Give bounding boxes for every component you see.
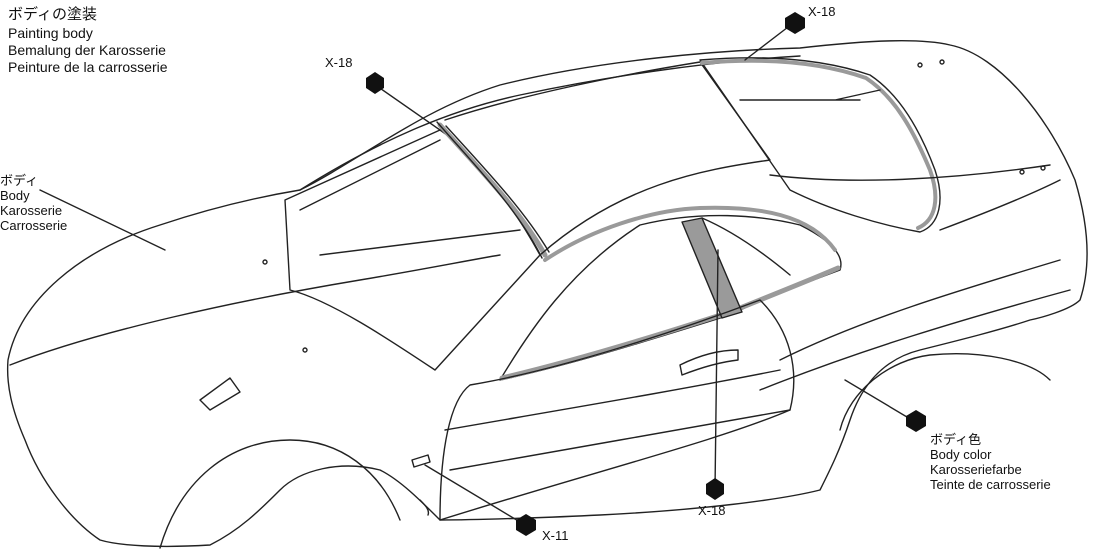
- leader-windshield: [373, 83, 441, 131]
- body-part-label: ボディ Body Karosserie Carrosserie: [0, 173, 67, 233]
- leader-pillar: [714, 249, 719, 491]
- body-label-en: Body: [0, 188, 30, 203]
- body-color-jp: ボディ色: [930, 432, 982, 447]
- leader-body-color: [844, 379, 913, 421]
- body-color-de: Karosseriefarbe: [930, 462, 1022, 477]
- paint-code-marker: X-11: [542, 528, 569, 543]
- paint-code-rear-window: X-18: [808, 4, 836, 19]
- body-color-en: Body color: [930, 447, 992, 462]
- body-label-fr: Carrosserie: [0, 218, 68, 233]
- paint-code-pillar: X-18: [698, 503, 726, 518]
- hex-marker-windshield: [366, 72, 384, 94]
- body-label-de: Karosserie: [0, 203, 63, 218]
- body-label-jp: ボディ: [0, 173, 39, 188]
- title-fr: Peinture de la carrosserie: [8, 59, 168, 75]
- leader-rear-window: [744, 23, 793, 61]
- title-de: Bemalung der Karosserie: [8, 42, 166, 58]
- windshield: [284, 129, 541, 371]
- step-title: ボディの塗装 Painting body Bemalung der Kaross…: [8, 6, 168, 76]
- hood-crease: [9, 254, 501, 366]
- rear-window: [699, 57, 941, 233]
- door-outline: [439, 299, 795, 521]
- paint-code-windshield: X-18: [325, 55, 353, 70]
- hex-marker-marker: [516, 514, 536, 536]
- hex-marker-rear-window: [785, 12, 805, 34]
- side-marker: [411, 454, 431, 468]
- title-en: Painting body: [8, 25, 93, 41]
- body-outline: [6, 40, 1088, 548]
- leader-body: [39, 189, 166, 251]
- body-color-label: ボディ色 Body color Karosseriefarbe Teinte d…: [930, 432, 1051, 492]
- hex-marker-body-color: [906, 410, 926, 432]
- door-pillar: [681, 217, 743, 319]
- hex-marker-pillar: [706, 478, 724, 500]
- title-jp: ボディの塗装: [8, 6, 97, 23]
- leader-marker: [424, 464, 526, 526]
- body-color-fr: Teinte de carrosserie: [930, 477, 1051, 492]
